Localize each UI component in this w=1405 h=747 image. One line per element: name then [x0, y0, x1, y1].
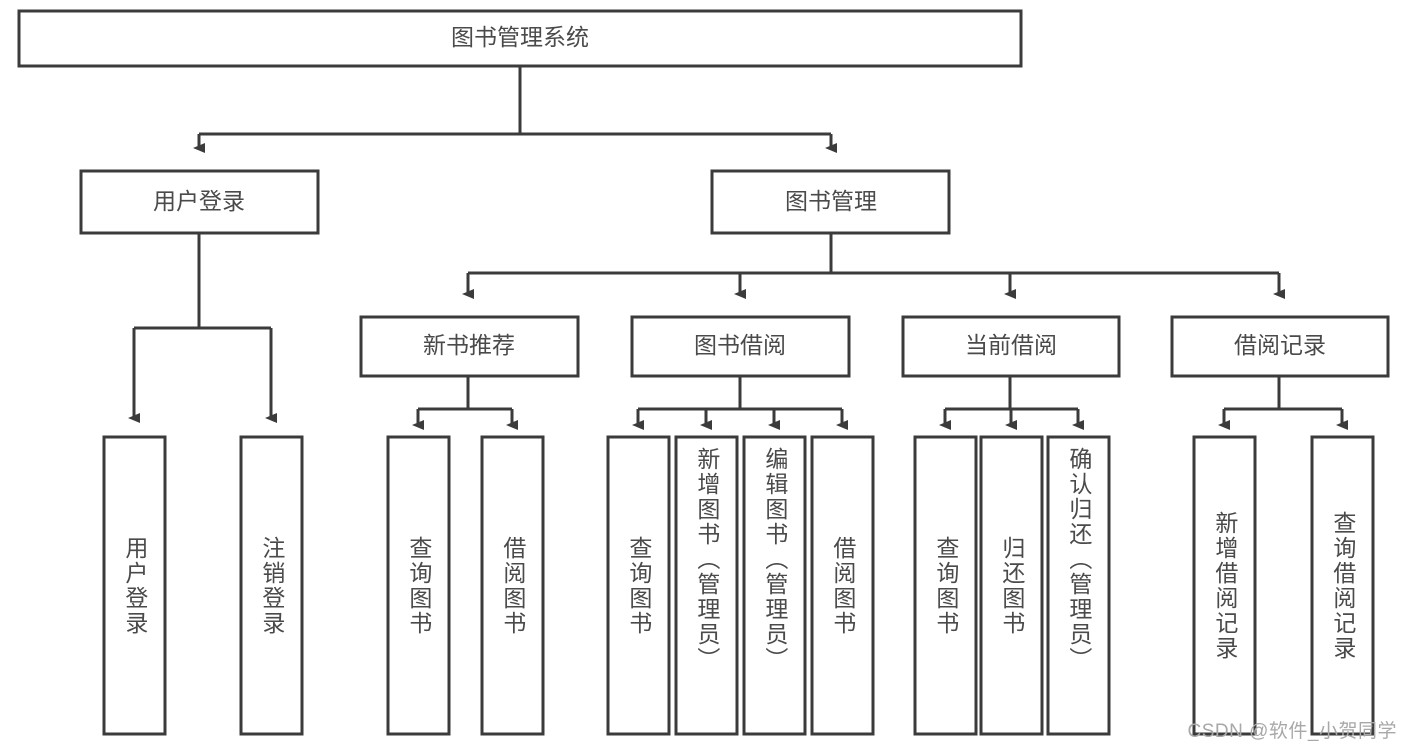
leaf-box-user-login-0[interactable]	[102, 435, 167, 736]
leaf-box-borrow-record-1[interactable]	[1310, 435, 1375, 736]
node-book-borrow-box[interactable]	[630, 315, 851, 378]
node-root-label: 图书管理系统	[451, 24, 589, 50]
leaf-box-user-login-1[interactable]	[239, 435, 304, 736]
leaf-box-new-book-1[interactable]	[480, 435, 545, 736]
leaf-box-book-borrow-1[interactable]	[674, 435, 739, 736]
node-book-management[interactable]: 图书管理	[710, 169, 951, 235]
node-user-login-label: 用户登录	[153, 188, 245, 214]
node-current-borrow-box[interactable]	[901, 315, 1121, 378]
node-current-borrow[interactable]: 当前借阅	[901, 315, 1121, 378]
leaf-box-current-borrow-2[interactable]	[1046, 435, 1111, 736]
node-book-management-box[interactable]	[710, 169, 951, 235]
node-book-borrow-label: 图书借阅	[694, 332, 786, 358]
leaf-box-book-borrow-0[interactable]	[606, 435, 671, 736]
node-user-login-box[interactable]	[79, 169, 320, 235]
node-root[interactable]: 图书管理系统	[17, 9, 1023, 68]
node-borrow-record-box[interactable]	[1170, 315, 1390, 378]
node-user-login[interactable]: 用户登录	[79, 169, 320, 235]
node-current-borrow-label: 当前借阅	[965, 332, 1057, 358]
leaf-box-borrow-record-0[interactable]	[1192, 435, 1257, 736]
leaf-box-book-borrow-3[interactable]	[810, 435, 875, 736]
leaf-box-book-borrow-2[interactable]	[742, 435, 807, 736]
csdn-watermark: CSDN @软件_小贺同学	[1187, 721, 1397, 742]
node-new-book-recommend[interactable]: 新书推荐	[359, 315, 580, 378]
node-new-book-recommend-box[interactable]	[359, 315, 580, 378]
node-borrow-record-label: 借阅记录	[1234, 332, 1326, 358]
leaf-box-current-borrow-0[interactable]	[913, 435, 978, 736]
node-book-borrow[interactable]: 图书借阅	[630, 315, 851, 378]
leaf-box-current-borrow-1[interactable]	[979, 435, 1044, 736]
node-borrow-record[interactable]: 借阅记录	[1170, 315, 1390, 378]
node-new-book-recommend-label: 新书推荐	[423, 332, 515, 358]
connector-group	[128, 67, 1348, 430]
node-book-management-label: 图书管理	[785, 188, 877, 214]
node-root-box[interactable]	[17, 9, 1023, 68]
leaf-box-new-book-0[interactable]	[386, 435, 451, 736]
